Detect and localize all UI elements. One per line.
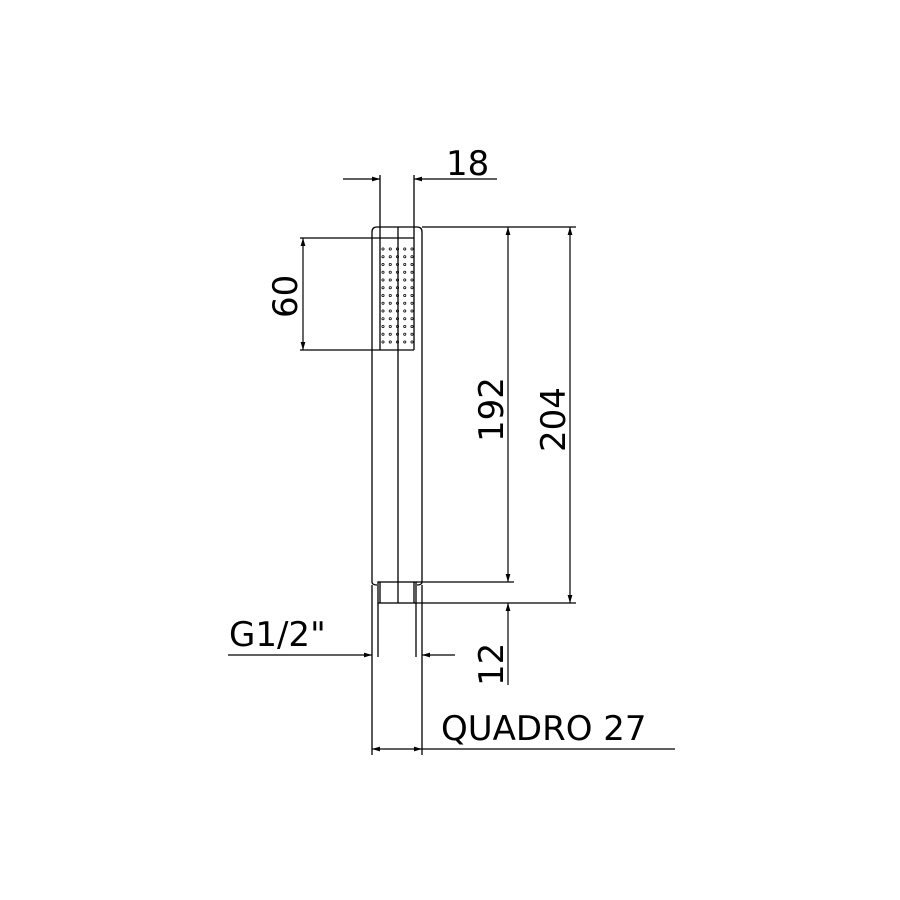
spray-nozzle bbox=[381, 247, 385, 251]
spray-nozzles bbox=[381, 247, 414, 344]
spray-nozzle bbox=[403, 255, 407, 259]
spray-nozzle bbox=[410, 293, 414, 297]
spray-nozzle bbox=[388, 324, 392, 328]
dim-label-60: 60 bbox=[266, 275, 306, 318]
spray-nozzle bbox=[395, 293, 399, 297]
spray-nozzle bbox=[381, 332, 385, 336]
spray-nozzle bbox=[388, 317, 392, 321]
spray-nozzle bbox=[403, 270, 407, 274]
spray-nozzle bbox=[395, 286, 399, 290]
spray-nozzle bbox=[395, 309, 399, 313]
spray-nozzle bbox=[388, 278, 392, 282]
spray-nozzle bbox=[388, 293, 392, 297]
spray-nozzle bbox=[410, 278, 414, 282]
spray-nozzle bbox=[381, 324, 385, 328]
spray-nozzle bbox=[381, 262, 385, 266]
spray-nozzle bbox=[381, 317, 385, 321]
spray-nozzle bbox=[410, 270, 414, 274]
spray-nozzle bbox=[388, 340, 392, 344]
dimension-12: 12 bbox=[472, 603, 512, 686]
dim-label-12: 12 bbox=[472, 643, 512, 686]
spray-nozzle bbox=[410, 309, 414, 313]
shower-handle-body bbox=[371, 175, 423, 586]
threaded-connector bbox=[371, 581, 423, 755]
spray-nozzle bbox=[388, 270, 392, 274]
spray-nozzle bbox=[410, 247, 414, 251]
spray-nozzle bbox=[395, 255, 399, 259]
dimension-60: 60 bbox=[266, 237, 380, 351]
spray-nozzle bbox=[403, 247, 407, 251]
spray-nozzle bbox=[410, 255, 414, 259]
spray-nozzle bbox=[395, 324, 399, 328]
spray-nozzle bbox=[403, 332, 407, 336]
spray-nozzle bbox=[410, 301, 414, 305]
dim-label-204: 204 bbox=[534, 387, 574, 452]
spray-nozzle bbox=[403, 317, 407, 321]
dim-label-18: 18 bbox=[446, 144, 489, 184]
dimension-thread: G1/2" bbox=[228, 615, 455, 658]
spray-nozzle bbox=[381, 301, 385, 305]
spray-nozzle bbox=[403, 309, 407, 313]
spray-nozzle bbox=[381, 293, 385, 297]
spray-nozzle bbox=[403, 324, 407, 328]
spray-nozzle bbox=[395, 301, 399, 305]
spray-nozzle bbox=[403, 262, 407, 266]
dim-label-section: QUADRO 27 bbox=[441, 709, 647, 749]
spray-nozzle bbox=[410, 332, 414, 336]
spray-nozzle bbox=[381, 309, 385, 313]
spray-nozzle bbox=[410, 286, 414, 290]
spray-nozzle bbox=[403, 286, 407, 290]
spray-nozzle bbox=[388, 255, 392, 259]
spray-nozzle bbox=[381, 255, 385, 259]
spray-nozzle bbox=[403, 301, 407, 305]
spray-nozzle bbox=[403, 278, 407, 282]
spray-nozzle bbox=[381, 270, 385, 274]
spray-nozzle bbox=[395, 270, 399, 274]
spray-nozzle bbox=[403, 340, 407, 344]
spray-nozzle bbox=[403, 293, 407, 297]
spray-nozzle bbox=[381, 286, 385, 290]
spray-nozzle bbox=[410, 317, 414, 321]
dimension-18: 18 bbox=[343, 144, 497, 184]
spray-nozzle bbox=[388, 309, 392, 313]
spray-nozzle bbox=[410, 324, 414, 328]
spray-nozzle bbox=[410, 262, 414, 266]
dimension-192-204: 192 204 bbox=[416, 226, 576, 604]
spray-nozzle bbox=[395, 340, 399, 344]
spray-nozzle bbox=[388, 332, 392, 336]
spray-nozzle bbox=[395, 332, 399, 336]
dim-label-192: 192 bbox=[472, 377, 512, 442]
spray-nozzle bbox=[388, 262, 392, 266]
dim-label-thread: G1/2" bbox=[229, 615, 326, 655]
spray-nozzle bbox=[388, 301, 392, 305]
dimension-section: QUADRO 27 bbox=[372, 709, 675, 752]
spray-nozzle bbox=[388, 247, 392, 251]
spray-nozzle bbox=[395, 317, 399, 321]
spray-nozzle bbox=[381, 340, 385, 344]
spray-nozzle bbox=[395, 262, 399, 266]
spray-nozzle bbox=[410, 340, 414, 344]
spray-nozzle bbox=[395, 247, 399, 251]
spray-nozzle bbox=[395, 278, 399, 282]
spray-nozzle bbox=[388, 286, 392, 290]
spray-nozzle bbox=[381, 278, 385, 282]
